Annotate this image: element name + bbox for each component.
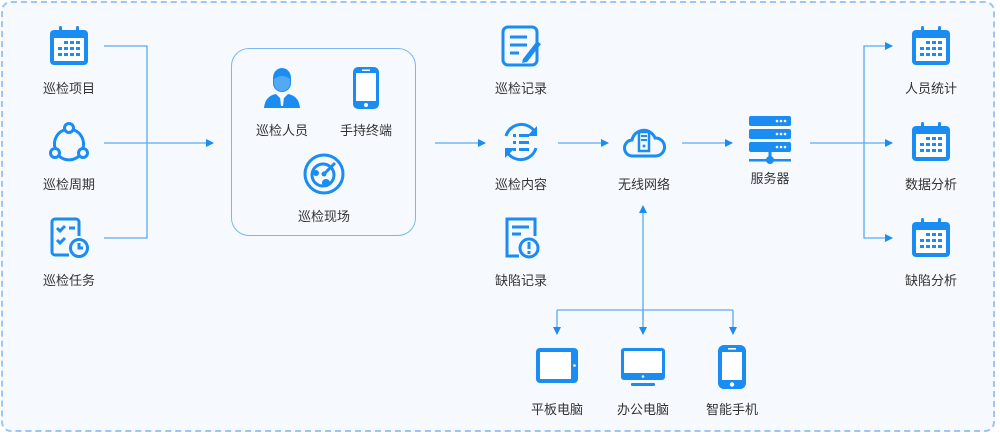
node-inspection-task[interactable]: 巡检任务 (24, 216, 114, 289)
calendar-icon (912, 218, 950, 257)
calendar-icon (50, 26, 88, 65)
node-label: 平板电脑 (530, 403, 583, 418)
smartphone-icon (718, 345, 746, 389)
node-tablet[interactable]: 平板电脑 (512, 345, 602, 418)
node-office-pc[interactable]: 办公电脑 (598, 345, 688, 418)
node-inspection-item[interactable]: 巡检项目 (24, 24, 114, 97)
doc-alert-icon (505, 217, 540, 259)
node-label: 巡检任务 (42, 274, 95, 289)
node-wireless-network[interactable]: 无线网络 (599, 120, 689, 193)
connector-outputs-bottom (863, 143, 893, 242)
node-server[interactable]: 服务器 (725, 110, 815, 187)
node-inspection-cycle[interactable]: 巡检周期 (24, 120, 114, 193)
node-label: 巡检项目 (42, 82, 95, 97)
node-inspection-content[interactable]: 巡检内容 (476, 120, 566, 193)
node-label: 无线网络 (617, 178, 670, 193)
node-label: 巡检人员 (255, 124, 308, 139)
node-personnel-stats[interactable]: 人员统计 (886, 24, 976, 97)
node-label: 缺陷记录 (494, 274, 547, 289)
cycle-icon (49, 122, 89, 162)
node-label: 巡检现场 (297, 210, 350, 225)
node-label: 数据分析 (904, 178, 957, 193)
monitor-icon (621, 348, 665, 386)
node-label: 智能手机 (705, 403, 758, 418)
node-label: 服务器 (750, 172, 790, 187)
node-label: 缺陷分析 (904, 274, 957, 289)
phone-icon (353, 67, 379, 109)
calendar-icon (912, 26, 950, 65)
radar-icon (303, 153, 345, 195)
node-label: 巡检周期 (42, 178, 95, 193)
node-label: 办公电脑 (616, 403, 669, 418)
node-label: 巡检记录 (494, 82, 547, 97)
calendar-icon (912, 122, 950, 161)
node-defect-analysis[interactable]: 缺陷分析 (886, 216, 976, 289)
connector-inputs-merge (104, 45, 213, 239)
node-inspector[interactable]: 巡检人员 (237, 66, 327, 139)
node-inspection-record[interactable]: 巡检记录 (476, 24, 566, 97)
node-defect-record[interactable]: 缺陷记录 (476, 216, 566, 289)
edit-doc-icon (501, 25, 541, 67)
node-label: 巡检内容 (494, 178, 547, 193)
connector-outputs-top (863, 42, 893, 143)
list-refresh-icon (504, 122, 538, 162)
node-smartphone[interactable]: 智能手机 (687, 345, 777, 418)
person-icon (264, 68, 300, 108)
patrol-group-box (231, 48, 416, 236)
node-data-analysis[interactable]: 数据分析 (886, 120, 976, 193)
node-label: 人员统计 (904, 82, 957, 97)
tablet-icon (536, 348, 578, 383)
node-inspection-site[interactable]: 巡检现场 (279, 152, 369, 225)
task-clock-icon (50, 217, 89, 258)
cloud-server-icon (623, 128, 666, 158)
node-label: 手持终端 (339, 124, 392, 139)
node-handheld-terminal[interactable]: 手持终端 (321, 66, 411, 139)
server-icon (749, 116, 791, 164)
